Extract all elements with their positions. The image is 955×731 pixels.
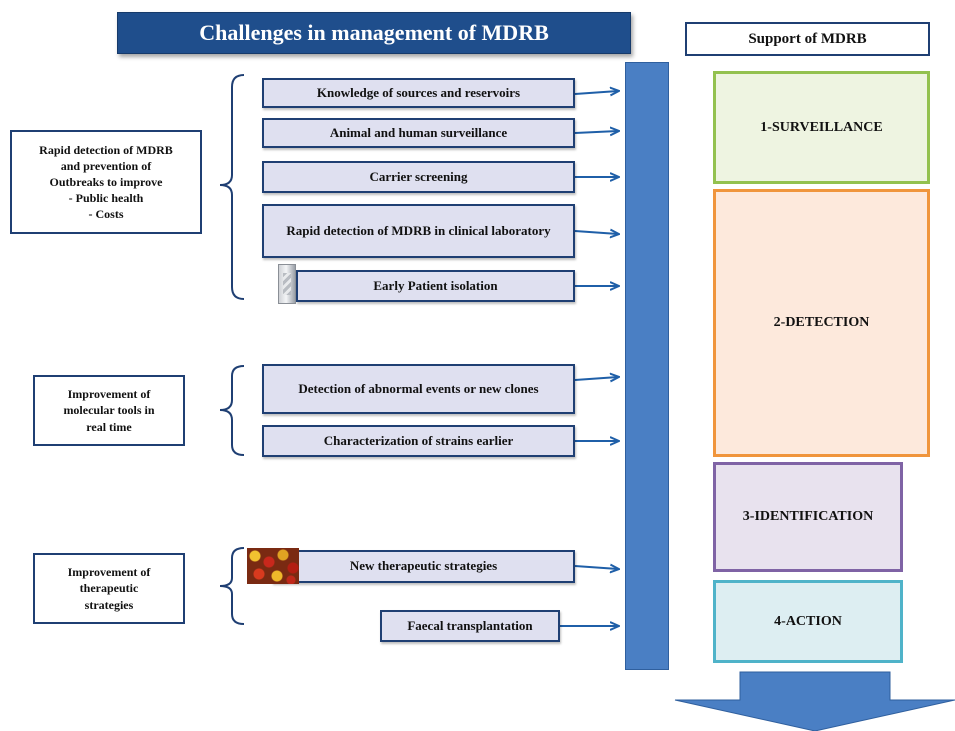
- vial-icon: [278, 264, 296, 304]
- arrow-4: [574, 231, 618, 234]
- support-title: Support of MDRB: [685, 22, 930, 56]
- brace-group-2: [219, 365, 245, 456]
- stage-action: 4-ACTION: [713, 580, 903, 663]
- group-therapeutic: Improvement of therapeutic strategies: [33, 553, 185, 624]
- challenge-rapid-detection-lab: Rapid detection of MDRB in clinical labo…: [262, 204, 575, 258]
- challenge-patient-isolation: Early Patient isolation: [296, 270, 575, 302]
- challenge-abnormal-events: Detection of abnormal events or new clon…: [262, 364, 575, 414]
- challenge-carrier-screening: Carrier screening: [262, 161, 575, 193]
- group-molecular-tools: Improvement of molecular tools in real t…: [33, 375, 185, 446]
- stage-identification: 3-IDENTIFICATION: [713, 462, 903, 572]
- challenge-surveillance: Animal and human surveillance: [262, 118, 575, 148]
- group-rapid-detection: Rapid detection of MDRB and prevention o…: [10, 130, 202, 234]
- arrow-2: [574, 131, 618, 133]
- arrow-8: [574, 566, 618, 569]
- challenge-knowledge-sources: Knowledge of sources and reservoirs: [262, 78, 575, 108]
- arrow-1: [574, 91, 618, 94]
- brace-group-3: [219, 547, 245, 625]
- stage-detection: 2-DETECTION: [713, 189, 930, 457]
- challenge-therapeutic-strategies: New therapeutic strategies: [272, 550, 575, 583]
- challenge-strain-characterization: Characterization of strains earlier: [262, 425, 575, 457]
- challenge-faecal-transplantation: Faecal transplantation: [380, 610, 560, 642]
- brace-group-1: [219, 74, 245, 300]
- page-title: Challenges in management of MDRB: [117, 12, 631, 54]
- pills-icon: [247, 548, 299, 584]
- arrow-6: [574, 377, 618, 380]
- support-bar: [625, 62, 669, 670]
- down-arrow: [674, 671, 955, 731]
- stage-surveillance: 1-SURVEILLANCE: [713, 71, 930, 184]
